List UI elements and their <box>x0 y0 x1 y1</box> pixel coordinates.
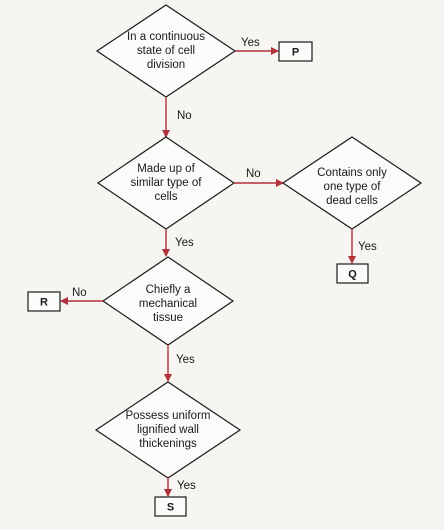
decision-mechanical-tissue-line-3: tissue <box>153 312 183 324</box>
outcome-s-label: S <box>167 502 174 514</box>
decision-similar-cells-line-1: Made up of <box>137 163 195 175</box>
label-d2-yes: Yes <box>175 237 194 249</box>
decision-mechanical-tissue: Chiefly a mechanical tissue <box>101 256 235 346</box>
decision-cell-division-line-2: state of cell <box>137 45 195 57</box>
label-d5-yes: Yes <box>177 480 196 492</box>
decision-cell-division: In a continuous state of cell division <box>95 4 237 98</box>
label-d4-no: No <box>72 287 87 299</box>
outcome-q-label: Q <box>348 269 357 281</box>
label-d4-yes: Yes <box>176 354 195 366</box>
decision-cell-division-line-3: division <box>147 59 185 71</box>
label-d1-no: No <box>177 110 192 122</box>
decision-lignified-walls-line-1: Possess uniform <box>125 410 210 422</box>
outcome-q: Q <box>336 263 369 284</box>
decision-lignified-walls: Possess uniform lignified wall thickenin… <box>94 381 242 479</box>
decision-similar-cells-line-3: cells <box>154 191 177 203</box>
decision-dead-cells-line-2: one type of <box>324 181 382 193</box>
decision-similar-cells-line-2: similar type of <box>131 177 203 189</box>
decision-lignified-walls-line-3: thickenings <box>139 438 197 450</box>
label-d1-yes: Yes <box>241 37 260 49</box>
outcome-r-label: R <box>40 297 48 309</box>
decision-lignified-walls-line-2: lignified wall <box>137 424 199 436</box>
decision-dead-cells: Contains only one type of dead cells <box>281 136 423 230</box>
label-d2-no: No <box>246 168 261 180</box>
decision-mechanical-tissue-line-2: mechanical <box>139 298 197 310</box>
label-d3-yes: Yes <box>358 241 377 253</box>
outcome-p: P <box>278 41 313 62</box>
outcome-s: S <box>154 496 187 517</box>
decision-dead-cells-line-1: Contains only <box>317 167 387 179</box>
decision-similar-cells: Made up of similar type of cells <box>96 136 236 230</box>
outcome-r: R <box>27 291 61 312</box>
decision-mechanical-tissue-line-1: Chiefly a <box>146 284 191 296</box>
outcome-p-label: P <box>292 47 299 59</box>
decision-dead-cells-line-3: dead cells <box>326 195 378 207</box>
decision-cell-division-line-1: In a continuous <box>127 31 205 43</box>
